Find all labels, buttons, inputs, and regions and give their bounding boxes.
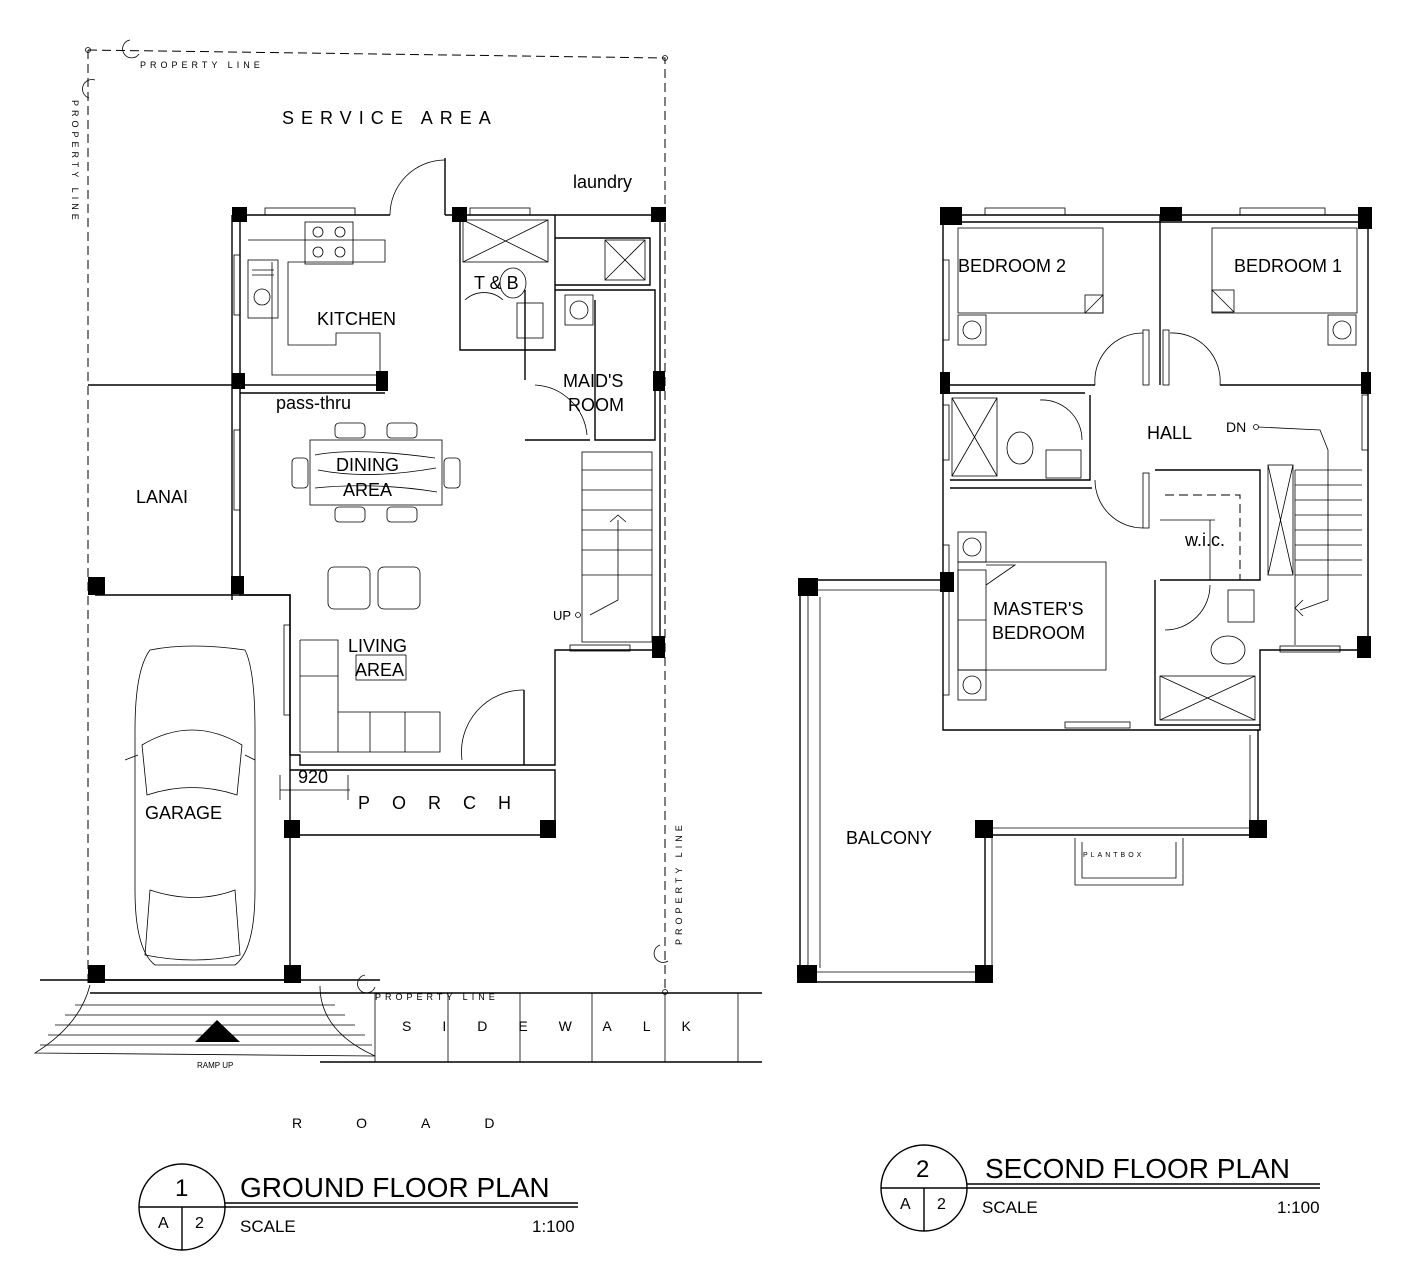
sidewalk-area xyxy=(33,979,762,1063)
masters-label-2: BEDROOM xyxy=(992,623,1085,643)
second-stairs xyxy=(1253,424,1362,653)
living-label-2: AREA xyxy=(355,660,404,680)
ramp-up-label: RAMP UP xyxy=(197,1061,233,1070)
ground-plan-number: 1 xyxy=(175,1175,188,1202)
kitchen-label: KITCHEN xyxy=(317,309,396,329)
sidewalk-label: SIDEWALK xyxy=(402,1018,722,1034)
second-scale-label: SCALE xyxy=(982,1198,1038,1217)
ground-floor-plan: PROPERTY LINE PROPERTY LINE PROPERTY LIN… xyxy=(33,39,762,1131)
property-line-label-top: PROPERTY LINE xyxy=(140,60,264,70)
service-area-label: SERVICE AREA xyxy=(282,108,498,128)
masters-label-1: MASTER'S xyxy=(993,599,1083,619)
kitchen-counters xyxy=(247,221,386,376)
plantbox-label: PLANTBOX xyxy=(1083,852,1144,859)
hall-label: HALL xyxy=(1147,423,1192,443)
second-columns xyxy=(797,207,1372,983)
property-line-label-bottom: PROPERTY LINE xyxy=(375,992,499,1002)
wic-label: w.i.c. xyxy=(1184,530,1225,550)
balcony-label: BALCONY xyxy=(846,828,932,848)
second-plan-number: 2 xyxy=(916,1156,929,1183)
road-label: ROAD xyxy=(292,1115,548,1131)
car-outline xyxy=(124,645,256,966)
living-furniture xyxy=(299,566,441,753)
second-title-block: 2 A 2 SECOND FLOOR PLAN SCALE 1:100 xyxy=(880,1144,1320,1232)
ground-scale-value: 1:100 xyxy=(532,1217,575,1236)
bedroom1-label: BEDROOM 1 xyxy=(1234,256,1342,276)
ramp-arrow-icon xyxy=(195,1020,240,1042)
dining-table xyxy=(291,422,461,523)
property-line-label-right: PROPERTY LINE xyxy=(674,821,684,945)
ground-columns xyxy=(88,207,666,983)
bedroom2-label: BEDROOM 2 xyxy=(958,256,1066,276)
stairs-down-label: DN xyxy=(1226,419,1246,435)
ground-sheet-b: 2 xyxy=(195,1215,204,1232)
dining-label-1: DINING xyxy=(336,455,399,475)
ground-scale-label: SCALE xyxy=(240,1217,296,1236)
dining-label-2: AREA xyxy=(343,480,392,500)
second-sheet-a: A xyxy=(900,1196,911,1213)
maids-room-label-1: MAID'S xyxy=(563,371,623,391)
ground-stairs xyxy=(575,451,653,643)
living-label-1: LIVING xyxy=(348,636,407,656)
second-scale-value: 1:100 xyxy=(1277,1198,1320,1217)
porch-label: PORCH xyxy=(358,793,533,813)
lanai-label: LANAI xyxy=(136,487,188,507)
ground-sheet-a: A xyxy=(158,1215,169,1232)
second-walls xyxy=(799,207,1369,983)
property-line-label-left: PROPERTY LINE xyxy=(70,100,80,224)
pass-thru-label: pass-thru xyxy=(276,393,351,413)
laundry-label: laundry xyxy=(573,172,632,192)
ground-title-block: 1 A 2 GROUND FLOOR PLAN SCALE 1:100 xyxy=(138,1163,578,1251)
second-sheet-b: 2 xyxy=(937,1196,946,1213)
stairs-up-label: UP xyxy=(553,608,571,623)
maids-room-label-2: ROOM xyxy=(568,395,624,415)
second-plan-title: SECOND FLOOR PLAN xyxy=(985,1153,1290,1184)
tb-label: T & B xyxy=(474,273,519,293)
garage-label: GARAGE xyxy=(145,803,222,823)
dimension-label: 920 xyxy=(298,767,328,787)
ground-walls xyxy=(88,158,661,981)
second-floor-plan: BEDROOM 2 BEDROOM 1 HALL DN w.i.c. MASTE… xyxy=(797,207,1372,983)
ground-plan-title: GROUND FLOOR PLAN xyxy=(240,1172,550,1203)
